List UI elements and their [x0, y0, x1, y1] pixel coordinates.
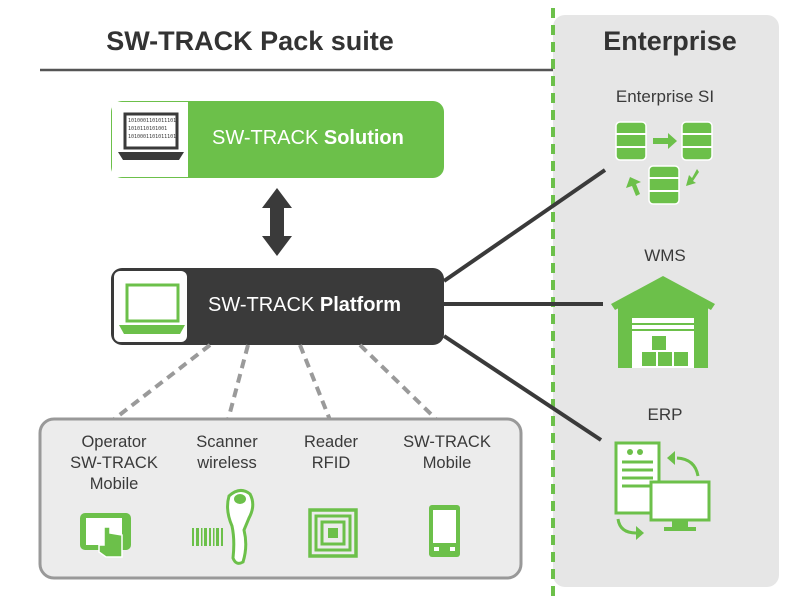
solution-screen-code: 1010001101011101 1010110101001 101000110… — [128, 117, 176, 141]
warehouse-icon — [611, 276, 715, 368]
wms-label: WMS — [644, 246, 686, 265]
server-monitor-icon — [614, 441, 711, 540]
device-label-sw-track-mobile: SW-TRACK Mobile — [382, 432, 512, 474]
device-connectors — [111, 343, 439, 422]
connector-erp — [442, 334, 603, 442]
laptop-code-icon — [118, 112, 184, 160]
laptop-icon — [119, 283, 185, 334]
platform-box[interactable] — [111, 268, 444, 345]
device-label-line: SW-TRACK — [403, 433, 491, 451]
device-label-scanner: Scanner wireless — [172, 432, 282, 474]
erp-label: ERP — [647, 405, 683, 424]
device-label-line: Mobile — [89, 475, 139, 493]
devices-panel — [38, 417, 523, 580]
rfid-tag-icon — [308, 508, 358, 558]
device-label-line: SW-TRACK — [70, 454, 158, 472]
database-sync-icon — [615, 121, 713, 205]
device-label-line: wireless — [197, 454, 257, 472]
solution-box[interactable] — [111, 101, 444, 178]
device-label-line: Operator — [81, 433, 147, 451]
connector-enterprise-si — [442, 168, 607, 283]
device-label-reader: Reader RFID — [284, 432, 378, 474]
solution-strong: Solution — [323, 127, 404, 149]
platform-box-label: SW-TRACK Platform — [208, 294, 401, 317]
barcode-scanner-icon — [192, 489, 255, 565]
solution-box-label: SW-TRACK Solution — [212, 127, 404, 150]
device-label-operator: Operator SW-TRACK Mobile — [50, 432, 178, 495]
platform-prefix: SW-TRACK — [208, 294, 315, 316]
device-label-line: Mobile — [422, 454, 472, 472]
device-label-line: RFID — [311, 454, 351, 472]
double-arrow-icon — [262, 188, 292, 256]
mobile-phone-icon — [429, 505, 460, 557]
device-label-line: Reader — [303, 433, 359, 451]
enterprise-si-label: Enterprise SI — [615, 87, 715, 106]
device-label-line: Scanner — [196, 433, 258, 451]
platform-strong: Platform — [319, 294, 401, 316]
solution-prefix: SW-TRACK — [212, 127, 319, 149]
screen-code-line: 1010001101011101 — [128, 134, 176, 140]
suite-title: SW-TRACK Pack suite — [106, 26, 394, 56]
tablet-touch-icon — [80, 513, 131, 558]
screen-code-line: 1010110101001 — [128, 126, 168, 132]
enterprise-title: Enterprise — [603, 26, 737, 56]
screen-code-line: 1010001101011101 — [128, 118, 176, 124]
